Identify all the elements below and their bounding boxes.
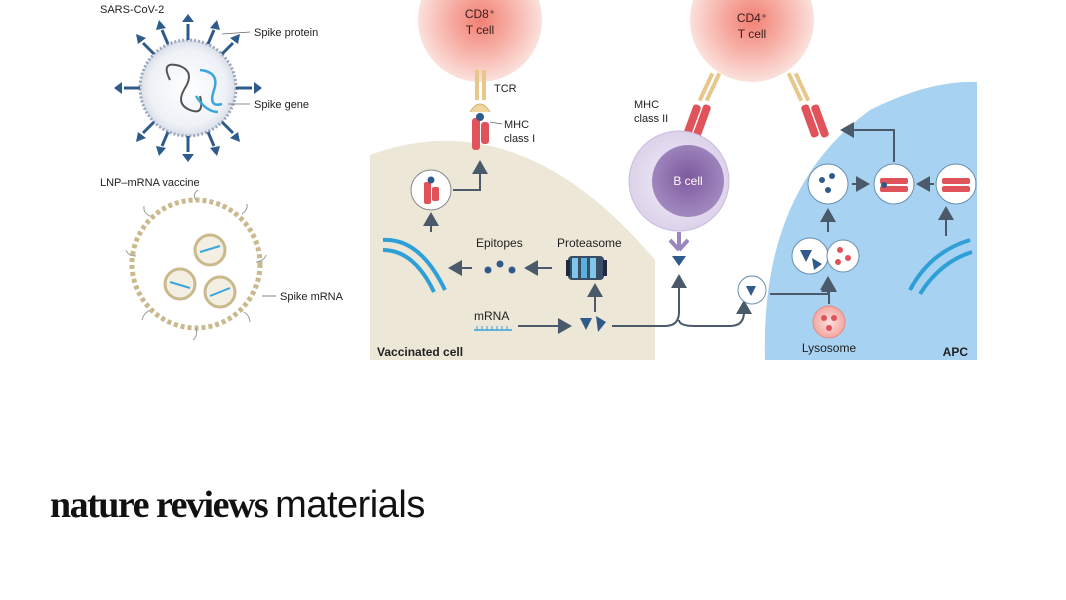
vaccine-title: LNP–mRNA vaccine xyxy=(100,177,200,189)
mrna-strand xyxy=(474,326,512,331)
spike-protein-product xyxy=(580,316,606,332)
logo-bold: nature reviews xyxy=(50,484,269,526)
mhc1-label-2: class I xyxy=(504,133,535,145)
spike-gene-label: Spike gene xyxy=(254,99,309,111)
endosome-fusion xyxy=(791,237,860,275)
cd8-t-cell xyxy=(418,0,542,82)
tcr-receptor xyxy=(469,70,491,113)
tcr-label: TCR xyxy=(494,83,517,95)
mhc2-loading-vesicle xyxy=(873,163,915,205)
mhc-class-1 xyxy=(472,113,489,150)
virus-particle xyxy=(114,14,262,162)
apc-label: APC xyxy=(943,345,969,359)
cd4-t-cell xyxy=(690,0,814,82)
b-cell-nucleus xyxy=(652,145,724,217)
cd8-label: CD8⁺ xyxy=(465,7,495,21)
mhc2-synthesis-vesicle xyxy=(935,163,977,205)
epitope-dots xyxy=(484,260,516,274)
endocytosis-pocket xyxy=(737,275,767,305)
cd4-tcr-right xyxy=(786,72,829,138)
er-membrane-1 xyxy=(382,237,447,291)
epitopes-label: Epitopes xyxy=(476,236,523,250)
cd4-label-2: T cell xyxy=(738,27,766,41)
mhc2-label: MHC xyxy=(634,99,659,111)
spike-protein-label: Spike protein xyxy=(254,27,318,39)
cd8-label-2: T cell xyxy=(466,23,494,37)
virus-title: SARS-CoV-2 xyxy=(100,4,164,16)
mhc1-label: MHC xyxy=(504,119,529,131)
cd4-label: CD4⁺ xyxy=(737,11,767,25)
peptide-vesicle xyxy=(807,163,849,205)
mrna-label: mRNA xyxy=(474,309,509,323)
vaccinated-cell-label: Vaccinated cell xyxy=(377,345,463,359)
proteasome-label: Proteasome xyxy=(557,236,622,250)
spike-mrna-label: Spike mRNA xyxy=(280,291,344,303)
apc-er-membrane xyxy=(908,238,971,291)
lysosome-label: Lysosome xyxy=(802,341,857,355)
proteasome-icon xyxy=(566,256,607,280)
b-cell-label: B cell xyxy=(673,174,702,188)
cd4-tcr-left xyxy=(683,72,722,138)
mhc2-label-2: class II xyxy=(634,113,668,125)
mrna-vaccine-diagram: CD8⁺ T cell CD4⁺ T cell TCR MHC class I … xyxy=(100,0,977,360)
logo-light: materials xyxy=(275,484,425,526)
b-cell-receptor xyxy=(668,232,690,266)
lysosome xyxy=(812,305,846,339)
lnp-particle xyxy=(125,189,267,341)
